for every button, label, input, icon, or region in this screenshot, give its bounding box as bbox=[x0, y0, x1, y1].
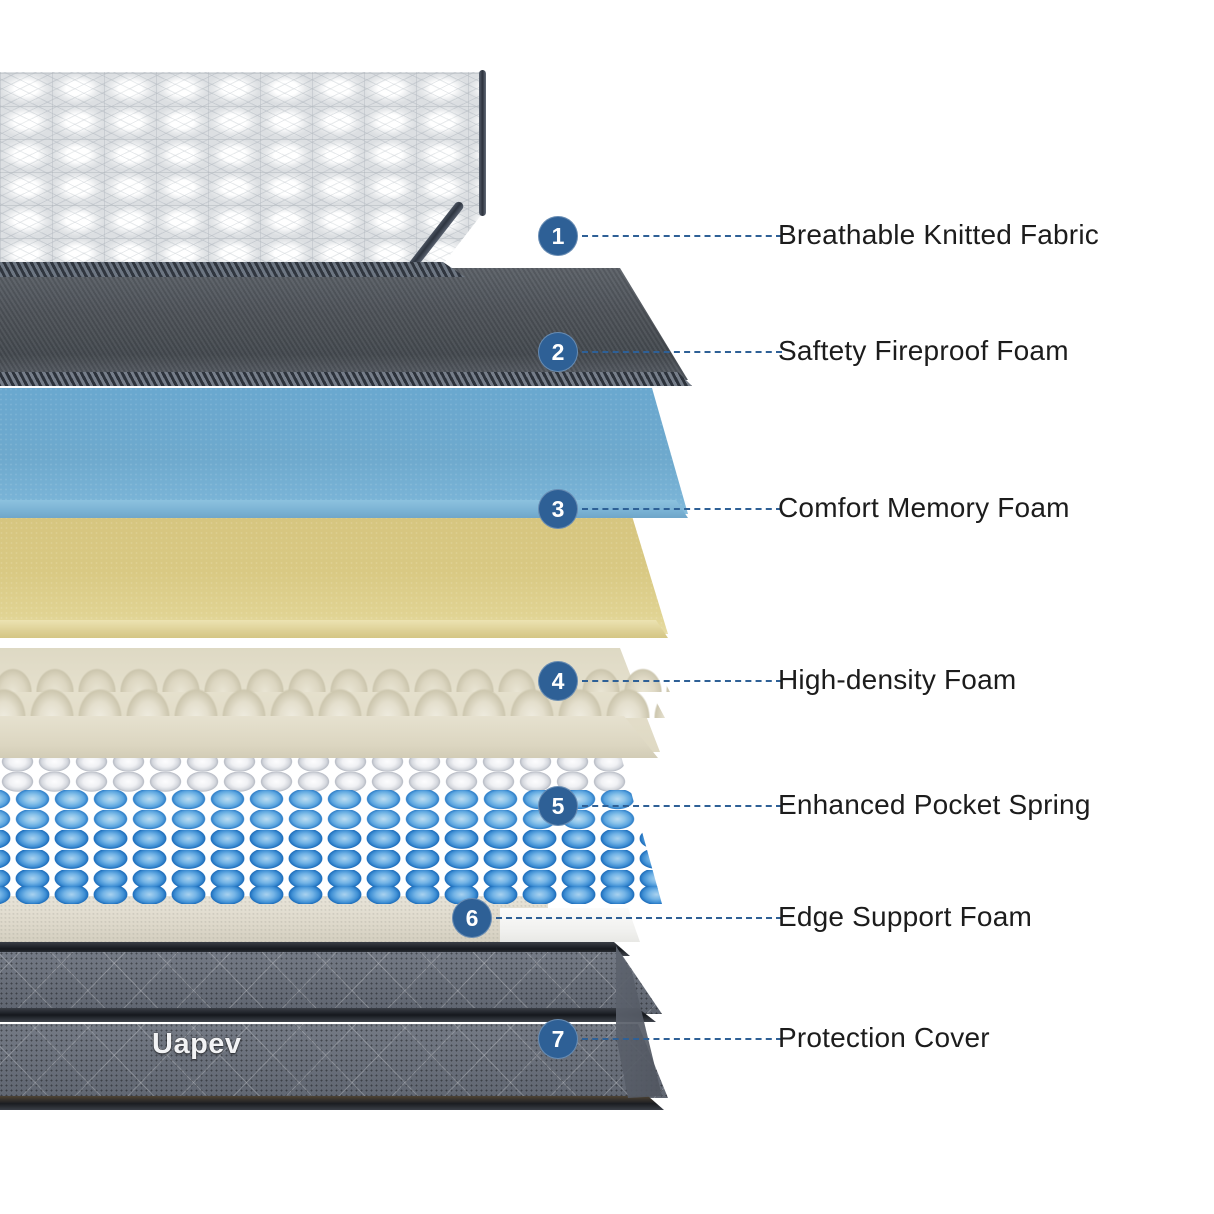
callout-badge-4[interactable]: 4 bbox=[538, 661, 578, 701]
fireproof-foam-piping bbox=[0, 372, 692, 386]
yellow-foam-edge bbox=[0, 620, 668, 638]
callout-label-4: High-density Foam bbox=[778, 664, 1017, 695]
callout-2[interactable]: 2 Saftety Fireproof Foam bbox=[538, 332, 1198, 372]
callout-badge-3[interactable]: 3 bbox=[538, 489, 578, 529]
callout-leader-7 bbox=[582, 1038, 782, 1040]
callout-label-6: Edge Support Foam bbox=[778, 901, 1032, 932]
yellow-foam-slab bbox=[0, 516, 668, 634]
callout-leader-1 bbox=[582, 235, 782, 237]
callout-badge-1[interactable]: 1 bbox=[538, 216, 578, 256]
callout-7[interactable]: 7 Protection Cover bbox=[538, 1019, 1198, 1059]
callout-4[interactable]: 4 High-density Foam bbox=[538, 661, 1198, 701]
memory-foam-slab bbox=[0, 388, 688, 514]
callout-leader-6 bbox=[496, 917, 782, 919]
callout-badge-6[interactable]: 6 bbox=[452, 898, 492, 938]
brand-logo: Uapev bbox=[152, 1028, 242, 1060]
cover-piping-bottom bbox=[0, 1096, 664, 1110]
callout-label-2: Saftety Fireproof Foam bbox=[778, 335, 1069, 366]
layer-memory-foam bbox=[0, 388, 700, 530]
knitted-fabric-quilt-pattern bbox=[0, 72, 482, 268]
callout-label-5: Enhanced Pocket Spring bbox=[778, 789, 1091, 820]
cover-quilted-band-upper bbox=[0, 952, 662, 1014]
callout-badge-7[interactable]: 7 bbox=[538, 1019, 578, 1059]
spring-row bbox=[0, 886, 662, 904]
callout-1[interactable]: 1 Breathable Knitted Fabric bbox=[538, 216, 1198, 256]
callout-badge-2[interactable]: 2 bbox=[538, 332, 578, 372]
cover-piping-middle bbox=[0, 1008, 656, 1022]
callout-5[interactable]: 5 Enhanced Pocket Spring bbox=[538, 786, 1198, 826]
layer-yellow-foam bbox=[0, 516, 690, 650]
callout-3[interactable]: 3 Comfort Memory Foam bbox=[538, 489, 1198, 529]
layer-knitted-fabric bbox=[0, 70, 720, 277]
callout-6[interactable]: 6 Edge Support Foam bbox=[452, 898, 1198, 938]
knitted-fabric-piping-right bbox=[479, 70, 486, 216]
callout-leader-3 bbox=[582, 508, 782, 510]
callout-badge-5[interactable]: 5 bbox=[538, 786, 578, 826]
callout-leader-4 bbox=[582, 680, 782, 682]
knitted-fabric-piping-bottom bbox=[0, 262, 465, 277]
callout-label-7: Protection Cover bbox=[778, 1022, 990, 1053]
callout-leader-5 bbox=[582, 805, 782, 807]
callout-label-3: Comfort Memory Foam bbox=[778, 492, 1070, 523]
edge-foam-front-board bbox=[500, 908, 640, 942]
knitted-fabric-surface bbox=[0, 72, 482, 268]
callout-leader-2 bbox=[582, 351, 782, 353]
mattress-illustration: Uapev bbox=[0, 70, 720, 1110]
memory-foam-edge bbox=[0, 500, 688, 518]
layer-pocket-springs bbox=[0, 752, 680, 910]
pocket-spring-grid bbox=[0, 752, 662, 904]
callout-label-1: Breathable Knitted Fabric bbox=[778, 219, 1099, 250]
egg-crate-foam-base bbox=[0, 716, 658, 758]
